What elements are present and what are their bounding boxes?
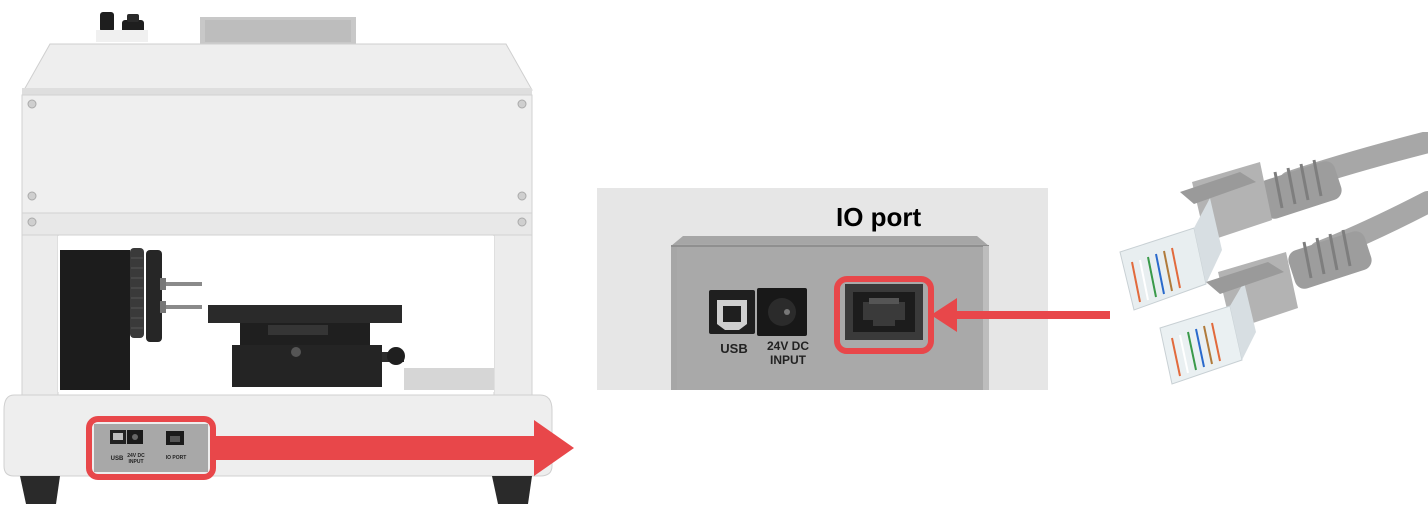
mini-io-highlight: [86, 416, 216, 480]
rj45-cable-icon: [1119, 132, 1428, 385]
arrow-left-icon: [949, 311, 1048, 319]
ethernet-port-icon: [845, 284, 923, 340]
machine-foot: [20, 476, 60, 504]
upper-housing: [21, 94, 533, 216]
work-table: [208, 305, 402, 323]
dc-input-label-2: INPUT: [770, 353, 806, 367]
dc-input-label-1: 24V DC: [766, 339, 810, 353]
mini-io-label: IO PORT: [165, 455, 187, 461]
top-knob-icon: [96, 12, 148, 42]
arrow-shaft: [1048, 311, 1110, 319]
machine-lid: [23, 43, 533, 91]
machine-illustration: [3, 12, 574, 504]
mini-dc-label-2: INPUT: [128, 459, 144, 465]
arrow-right-icon: [214, 420, 574, 476]
io-port-panel-illustration: [671, 236, 1048, 390]
machine-foot: [492, 476, 532, 504]
motor-block: [60, 250, 130, 390]
callout-title: IO port: [836, 202, 922, 232]
dc-jack-icon: [757, 288, 807, 336]
mini-dc-label-1: 24V DC: [127, 453, 145, 459]
usb-b-port-icon: [709, 290, 755, 334]
mini-usb-label: USB: [110, 456, 124, 462]
usb-label: USB: [720, 341, 748, 356]
